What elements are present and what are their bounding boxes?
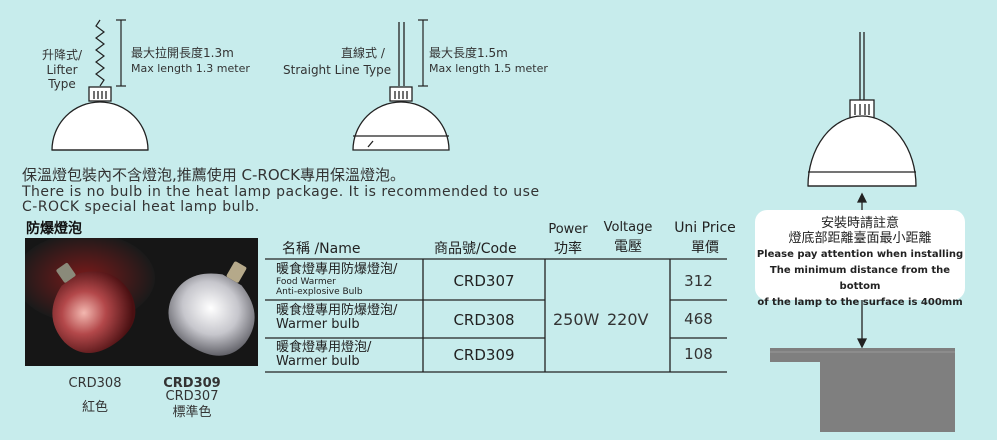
caption-right-code-2: CRD307 — [165, 389, 219, 404]
header-price-en: Uni Price — [674, 220, 736, 236]
row-code: CRD309 — [453, 346, 515, 364]
row-name-en: Warmer bulb — [276, 354, 360, 369]
row-name-en: Warmer bulb — [276, 317, 360, 332]
row-code: CRD308 — [453, 311, 515, 329]
install-note: 安裝時請註意 燈底部距離臺面最小距離 Please pay attention … — [755, 210, 965, 308]
header-power-cn: 功率 — [554, 241, 582, 257]
notice-en-1: There is no bulb in the heat lamp packag… — [22, 184, 540, 200]
header-voltage-en: Voltage — [603, 220, 653, 235]
header-power-en: Power — [548, 222, 588, 237]
straight-maxlen-en: Max length 1.5 meter — [429, 62, 548, 75]
caption-right-code-1: CRD309 — [163, 376, 221, 391]
install-note-cn-1: 安裝時請註意 — [820, 216, 899, 231]
row-name-cn: 暖食燈專用防爆燈泡/ — [276, 303, 398, 318]
straight-dimension — [418, 19, 428, 87]
power-value: 250W — [553, 310, 600, 329]
row-price: 468 — [684, 310, 713, 328]
lifter-maxlen-cn: 最大拉開長度1.3m — [131, 46, 234, 60]
caption-left-code: CRD308 — [68, 376, 122, 391]
install-note-en-1: Please pay attention when installing — [756, 249, 964, 260]
bulb-photo — [25, 238, 258, 366]
header-code: 商品號/Code — [434, 241, 517, 257]
caption-right-color: 標準色 — [172, 405, 212, 420]
install-lamp-drawing — [807, 32, 917, 187]
bulb-section-title: 防爆燈泡 — [26, 221, 82, 237]
header-price-cn: 單價 — [691, 240, 719, 256]
table-row: 暖食燈專用防爆燈泡/ Warmer bulb — [276, 304, 397, 332]
straight-label-en: Straight Line Type — [283, 63, 392, 77]
row-name-en-2: Anti-explosive Bulb — [276, 287, 363, 297]
lifter-lamp-drawing — [51, 19, 149, 151]
straight-lamp-drawing — [352, 22, 450, 151]
row-price: 108 — [684, 345, 713, 363]
header-voltage-cn: 電壓 — [614, 239, 642, 255]
row-name-cn: 暖食燈專用燈泡/ — [276, 340, 372, 355]
bulb-photo-illustration — [25, 238, 258, 366]
lifter-dimension — [116, 19, 126, 87]
lifter-label-en-2: Type — [48, 77, 76, 91]
install-note-cn-2: 燈底部距離臺面最小距離 — [788, 231, 932, 246]
lifter-maxlen-en: Max length 1.3 meter — [131, 62, 250, 75]
counter-surface — [770, 348, 955, 432]
straight-maxlen-cn: 最大長度1.5m — [429, 46, 508, 60]
lifter-label-en: Lifter — [46, 63, 78, 77]
row-name-en: Food Warmer — [276, 277, 336, 287]
row-code: CRD307 — [453, 272, 515, 290]
table-row: 暖食燈專用防爆燈泡/ Food Warmer Anti-explosive Bu… — [276, 262, 398, 298]
install-note-en-3: of the lamp to the surface is 400mm — [757, 297, 963, 308]
table-row: 暖食燈專用燈泡/ Warmer bulb — [276, 341, 371, 369]
lifter-label-cn: 升降式/ — [41, 48, 83, 62]
notice-cn: 保溫燈包裝內不含燈泡,推薦使用 C-ROCK專用保溫燈泡。 — [22, 166, 405, 184]
row-name-cn: 暖食燈專用防爆燈泡/ — [276, 262, 398, 277]
caption-left-color: 紅色 — [81, 400, 108, 415]
install-note-en-2: The minimum distance from the bottom — [769, 265, 951, 292]
voltage-value: 220V — [607, 310, 649, 329]
header-name: 名稱 /Name — [282, 241, 361, 257]
row-price: 312 — [684, 272, 713, 290]
straight-label-cn: 直線式 / — [341, 46, 385, 60]
notice-en-2: C-ROCK special heat lamp bulb. — [22, 199, 260, 215]
